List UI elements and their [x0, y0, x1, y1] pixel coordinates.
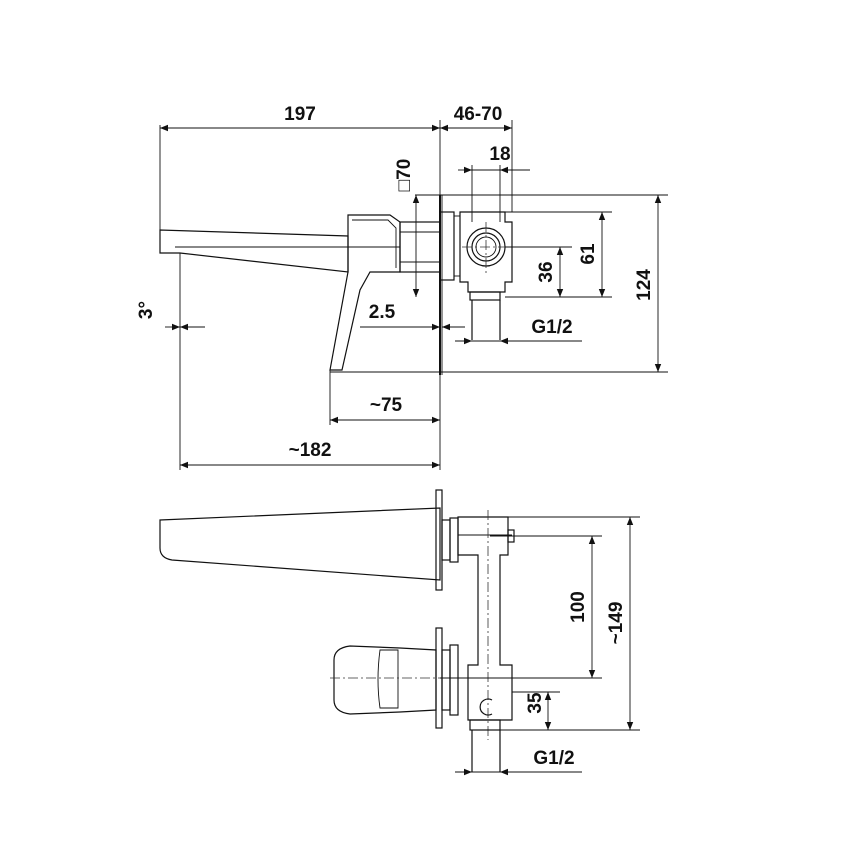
dim-182-label: ~182 [289, 440, 332, 461]
dim-46-70-label: 46-70 [454, 104, 503, 125]
dim-36-label: 36 [536, 261, 557, 282]
valve-body [459, 211, 513, 293]
dim-g12-top-label: G1/2 [531, 317, 572, 338]
side-view: 100 ~149 35 G1/2 [159, 489, 640, 776]
lever-handle [329, 214, 401, 371]
spout-side [159, 507, 441, 581]
dim-61-label: 61 [578, 243, 599, 265]
dim-149-label: ~149 [606, 602, 627, 645]
spout-outline [159, 229, 349, 273]
dim-35-label: 35 [525, 692, 546, 714]
top-view: 197 46-70 18 □70 36 61 124 2.5 G1/2 [136, 104, 668, 470]
upper-plate [435, 489, 443, 591]
valve-riser [457, 516, 513, 721]
inlet-side-symbol [479, 698, 493, 716]
dim-75-label: ~75 [370, 395, 403, 416]
dim-angle-label: 3° [136, 301, 157, 319]
lever-side [333, 645, 437, 715]
dim-2-5-label: 2.5 [369, 302, 396, 323]
inlet-connector [469, 291, 501, 301]
dim-18-label: 18 [489, 144, 510, 165]
dim-197-label: 197 [284, 104, 316, 125]
dim-g12-bottom-label: G1/2 [533, 748, 574, 769]
cartridge-body [399, 221, 441, 273]
dim-124-label: 124 [634, 269, 655, 301]
dim-70-label: □70 [394, 159, 415, 192]
dim-100-label: 100 [568, 591, 589, 623]
